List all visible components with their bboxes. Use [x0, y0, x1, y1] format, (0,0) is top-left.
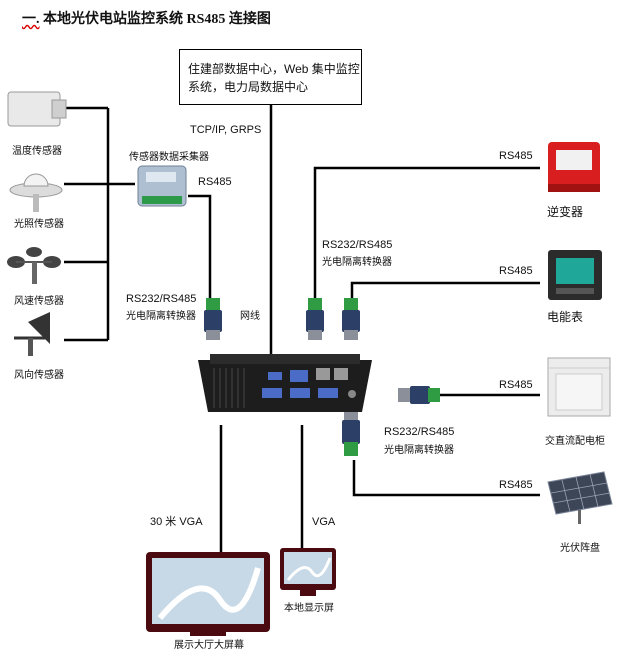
local-screen-label: 本地显示屏 — [284, 603, 334, 614]
converter-mid-label-2: 光电隔离转换器 — [322, 257, 392, 268]
converter-right-label-2: 光电隔离转换器 — [384, 445, 454, 456]
solar-panel-icon — [547, 471, 613, 524]
solar-panel-label: 光伏阵盘 — [560, 543, 600, 554]
local-screen-icon — [280, 548, 336, 596]
distribution-cabinet-icon — [547, 357, 611, 417]
wind-direction-sensor-icon — [14, 312, 50, 356]
big-screen-label: 展示大厅大屏幕 — [174, 640, 244, 651]
data-collector-icon — [137, 165, 187, 207]
temperature-sensor-icon — [7, 91, 67, 127]
page-title: 一. 本地光伏电站监控系统 RS485 连接图 — [22, 13, 271, 27]
data-center-box: 住建部数据中心，Web 集中监控 系统，电力局数据中心 — [179, 49, 362, 105]
big-screen-icon — [146, 552, 270, 636]
inverter-label: 逆变器 — [547, 205, 584, 219]
data-center-line-1: 住建部数据中心，Web 集中监控 — [188, 62, 360, 76]
data-center-line-2: 系统，电力局数据中心 — [188, 80, 309, 94]
converter-left-label-1: RS232/RS485 — [126, 293, 197, 305]
vga-30m-label: 30 米 VGA — [150, 516, 203, 528]
cabinet-label: 交直流配电柜 — [545, 436, 605, 447]
wind-speed-label: 风速传感器 — [14, 296, 64, 307]
energy-meter-icon — [548, 250, 602, 300]
vga-label: VGA — [312, 516, 336, 528]
title-prefix: 一. — [22, 12, 40, 27]
rs485-cabinet-label: RS485 — [499, 379, 533, 391]
converter-left-icon — [204, 298, 222, 340]
inverter-icon — [548, 142, 600, 192]
wind-dir-label: 风向传感器 — [14, 370, 64, 381]
title-main: 本地光伏电站监控系统 RS485 连接图 — [43, 12, 271, 27]
collector-label: 传感器数据采集器 — [129, 152, 209, 163]
tcpip-label: TCP/IP, GRPS — [190, 124, 262, 136]
converter-right-top-icon — [398, 386, 440, 404]
light-sensor-label: 光照传感器 — [14, 219, 64, 230]
converter-right-label-1: RS232/RS485 — [384, 426, 455, 438]
converter-mid-b-icon — [342, 298, 360, 340]
converter-left-label-2: 光电隔离转换器 — [126, 311, 196, 322]
meter-label: 电能表 — [547, 310, 584, 324]
converter-mid-label-1: RS232/RS485 — [322, 239, 393, 251]
converter-right-bottom-icon — [342, 412, 360, 456]
converter-mid-a-icon — [306, 298, 324, 340]
light-sensor-icon — [9, 173, 63, 212]
temp-sensor-label: 温度传感器 — [12, 146, 62, 157]
rs485-inverter-label: RS485 — [499, 150, 533, 162]
rs485-meter-label: RS485 — [499, 265, 533, 277]
network-cable-label: 网线 — [240, 311, 260, 322]
rs485-collector-label: RS485 — [198, 176, 232, 188]
wind-speed-sensor-icon — [7, 247, 61, 284]
rs485-panel-label: RS485 — [499, 479, 533, 491]
industrial-computer-icon — [198, 354, 372, 412]
